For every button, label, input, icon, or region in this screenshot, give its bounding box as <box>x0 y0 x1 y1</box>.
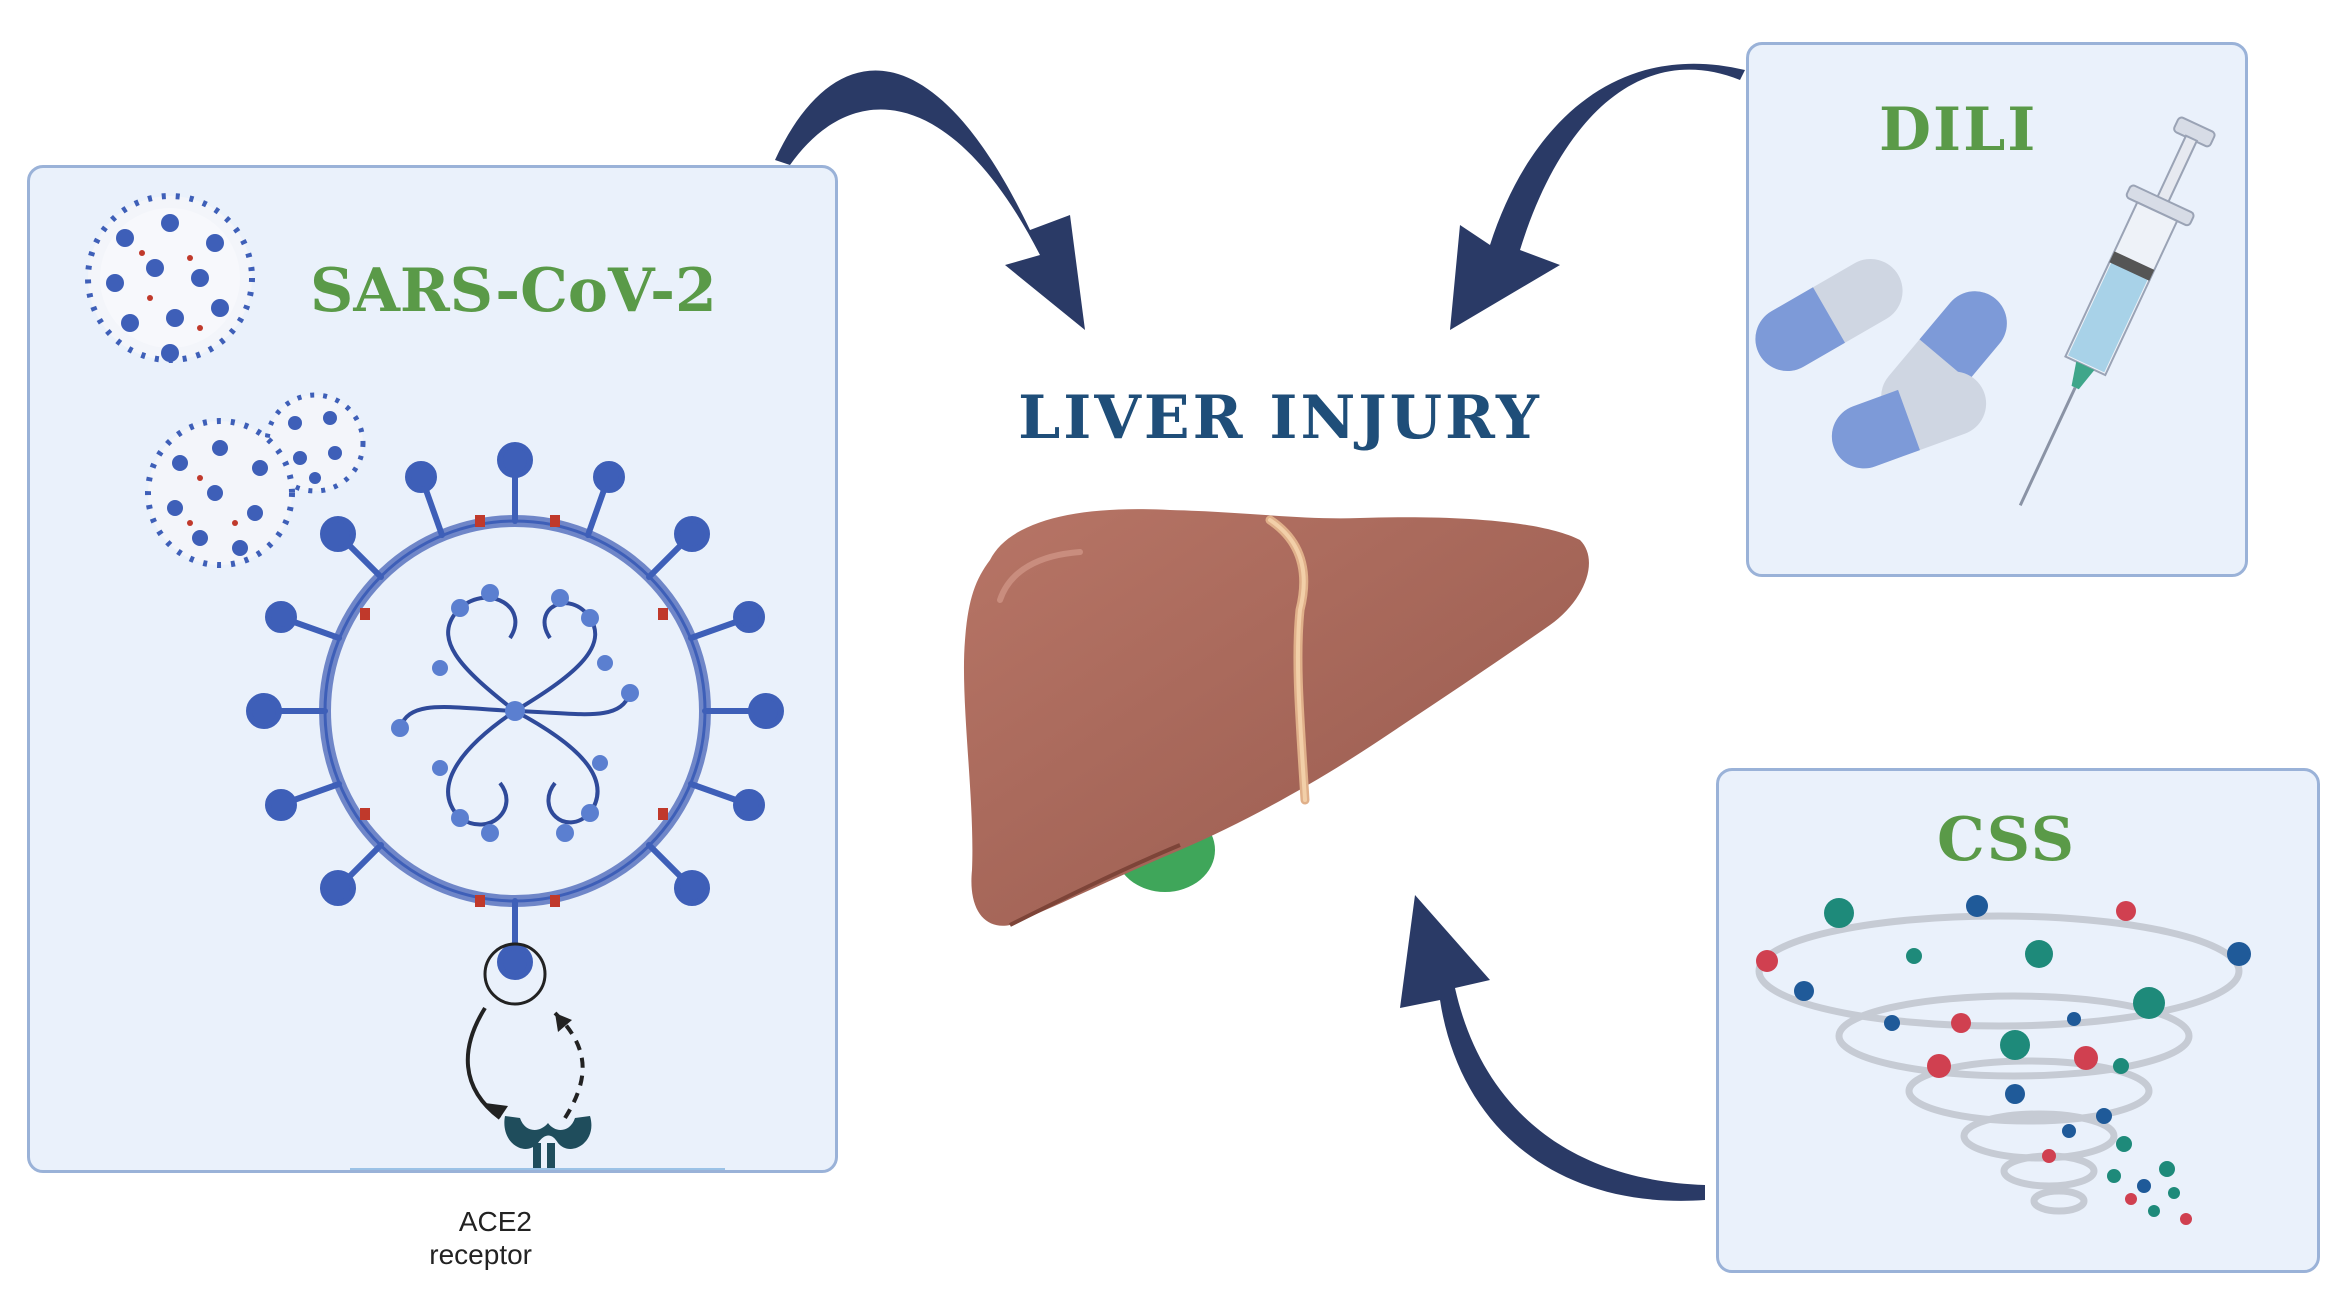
ace2-label-line2: receptor <box>429 1239 532 1270</box>
liver-icon <box>963 509 1589 927</box>
css-title: CSS <box>1937 805 2077 875</box>
arrow-dili-to-liver <box>1450 63 1745 330</box>
css-panel: CSS <box>1716 768 2320 1273</box>
capsule-icon <box>1831 371 1987 469</box>
ace2-receptor-icon <box>350 1116 725 1170</box>
sars-cov-2-panel: SARS-CoV-2 <box>27 165 838 1270</box>
sars-illustration <box>85 193 784 1170</box>
liver-injury-title: LIVER INJURY <box>1018 383 1542 453</box>
virus-icon <box>85 193 255 363</box>
sars-cov-2-title: SARS-CoV-2 <box>310 256 717 326</box>
virus-icon <box>145 392 366 568</box>
capsule-icon <box>1755 259 1903 371</box>
virion-icon <box>246 442 784 1006</box>
dili-illustration <box>1755 116 2216 506</box>
arrow-sars-to-liver <box>775 70 1085 331</box>
ace2-label-line1: ACE2 <box>458 1206 532 1237</box>
syringe-icon <box>2018 116 2216 506</box>
binding-arrows <box>465 1006 585 1120</box>
dili-panel: DILI <box>1746 42 2248 577</box>
dili-title: DILI <box>1879 95 2038 165</box>
arrow-css-to-liver <box>1400 895 1705 1201</box>
ace2-receptor-label: ACE2 receptor <box>382 1205 532 1271</box>
cytokine-storm-icon <box>1755 895 2251 1225</box>
